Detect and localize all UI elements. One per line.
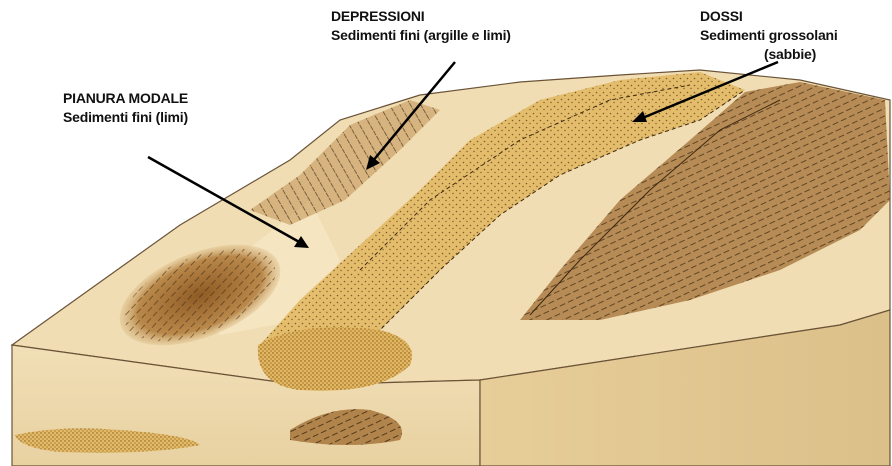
label-pianura-modale: PIANURA MODALE Sedimenti fini (limi) (63, 89, 188, 127)
dossi-subtitle-line2: (sabbie) (700, 45, 838, 64)
pianura-subtitle: Sedimenti fini (limi) (63, 108, 188, 127)
dossi-subtitle-line1: Sedimenti grossolani (700, 26, 838, 45)
depressioni-subtitle: Sedimenti fini (argille e limi) (331, 26, 511, 45)
pianura-title: PIANURA MODALE (63, 89, 188, 108)
label-depressioni: DEPRESSIONI Sedimenti fini (argille e li… (331, 7, 511, 45)
depressioni-title: DEPRESSIONI (331, 7, 511, 26)
dossi-title: DOSSI (700, 7, 838, 26)
label-dossi: DOSSI Sedimenti grossolani (sabbie) (700, 7, 838, 64)
